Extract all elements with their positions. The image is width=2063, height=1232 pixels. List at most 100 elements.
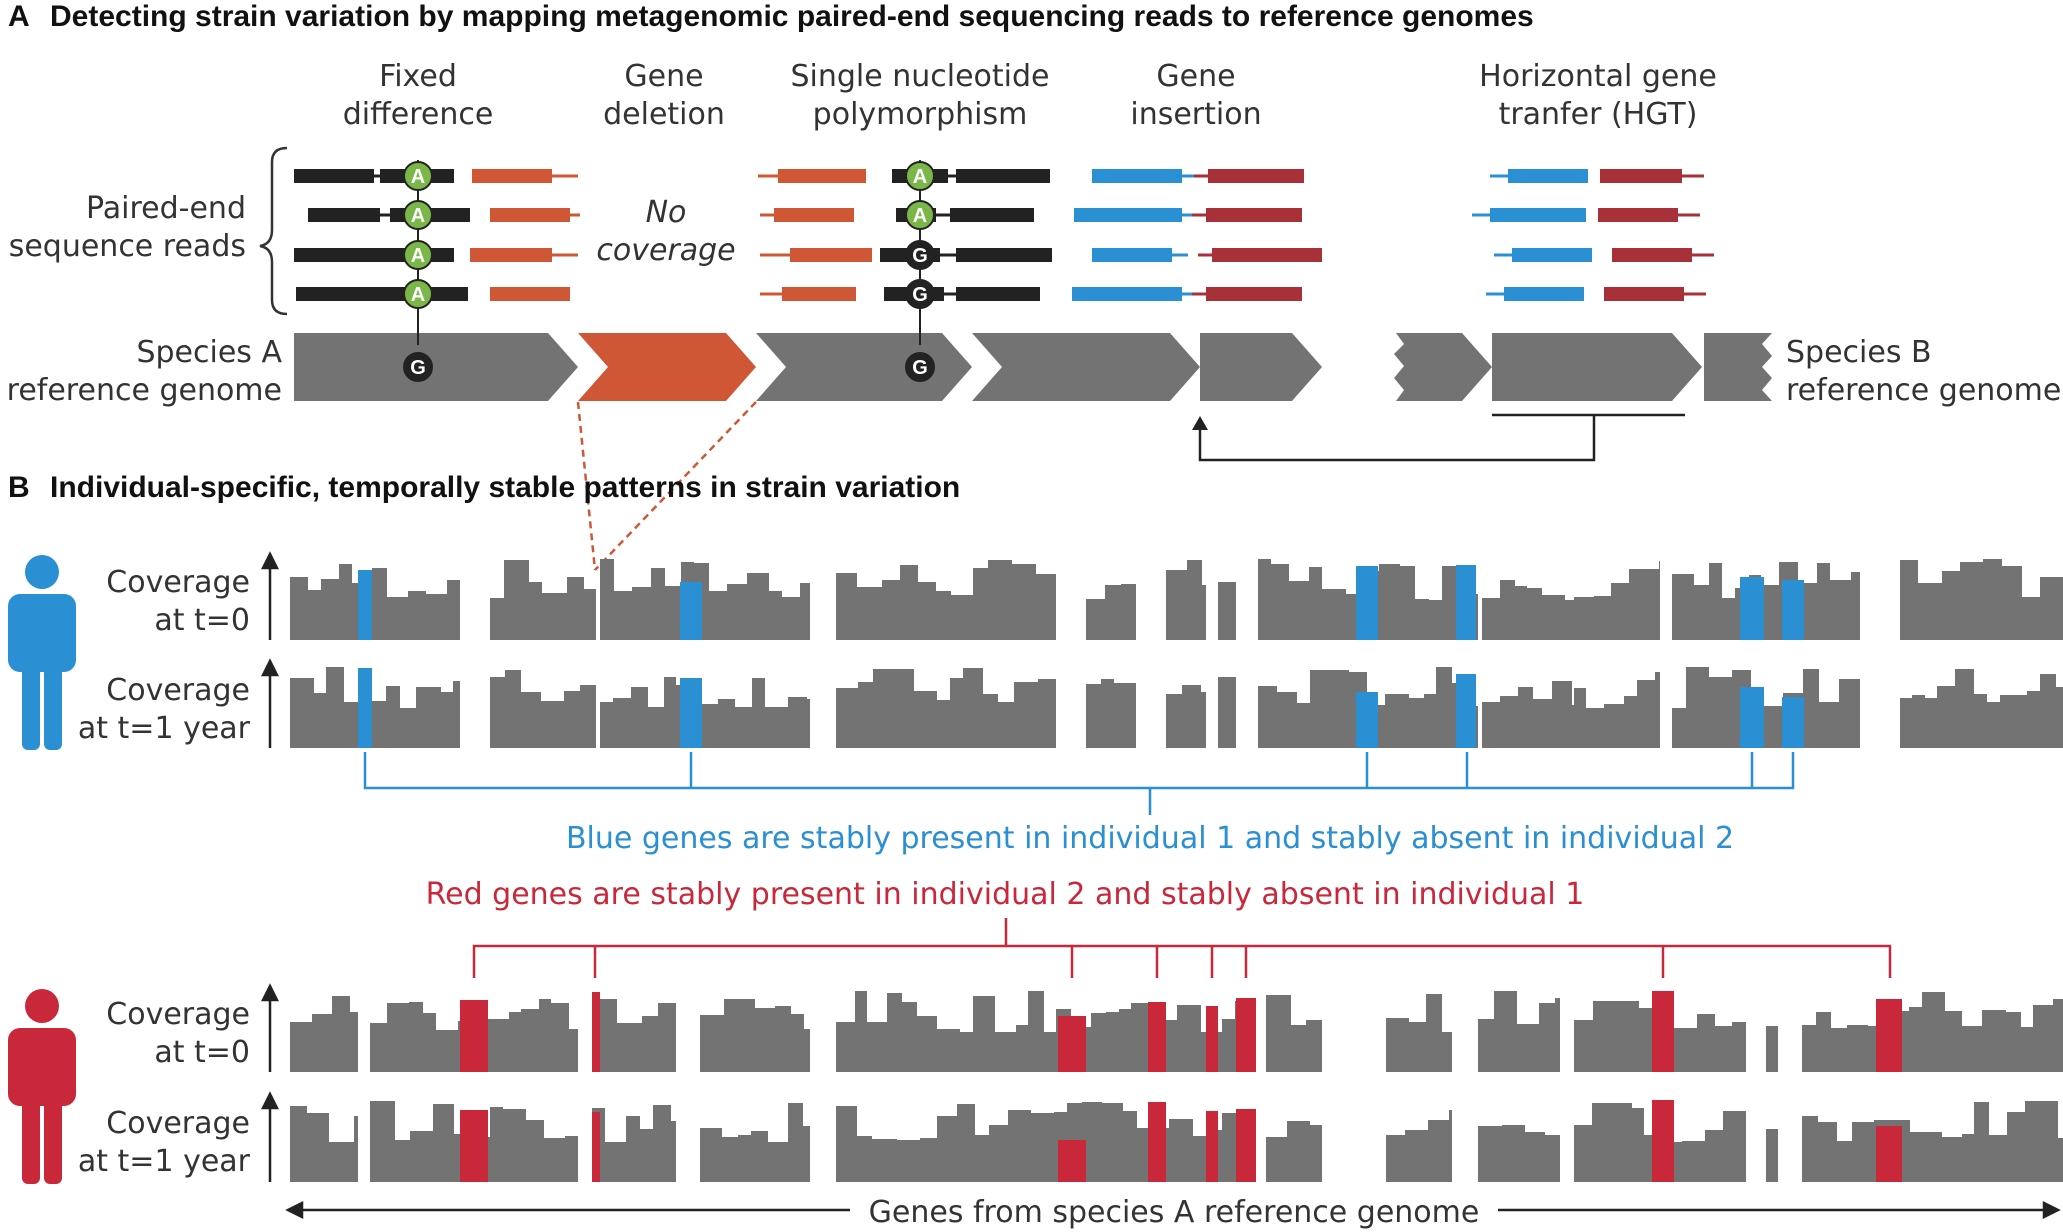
coverage-tracks (290, 559, 2063, 1182)
highlight-gene-ind2-t1-4 (1206, 1111, 1218, 1182)
hgt-red-read-2 (1612, 248, 1692, 262)
species-a-label-1: Species A (136, 335, 282, 370)
highlight-gene-ind2-t0-5 (1236, 998, 1256, 1072)
blue-caption: Blue genes are stably present in individ… (566, 821, 1734, 856)
highlight-gene-ind1-t0-1 (680, 582, 702, 640)
person-blue-icon (8, 555, 76, 750)
paired-end-reads (294, 169, 1714, 301)
ins-blue-read-1 (1074, 208, 1182, 222)
up-arrow-icon (260, 551, 280, 570)
hgt-blue-read-1 (1490, 208, 1586, 222)
fixed-pair-0-read-1 (294, 169, 374, 183)
snp-base-0-letter: A (913, 166, 927, 188)
highlight-gene-ind2-t1-3 (1148, 1102, 1166, 1182)
ins-red-read-1 (1206, 208, 1302, 222)
gene-b2 (1704, 333, 1772, 401)
highlight-gene-ind1-t0-0 (358, 570, 372, 640)
highlight-gene-ind2-t1-1 (592, 1112, 600, 1182)
snp-base-2-circle (905, 240, 935, 270)
hgt-blue-read-2 (1512, 248, 1592, 262)
cov2-t0-line1: Coverage (106, 997, 250, 1032)
deletion-dash-left (576, 401, 597, 571)
gene-b-transferred (1492, 333, 1702, 401)
highlight-gene-ind2-t0-0 (460, 1000, 488, 1072)
highlight-gene-ind2-t0-1 (592, 992, 600, 1072)
fixed-base-2-letter: A (411, 245, 425, 267)
no-coverage-1: No (646, 195, 687, 230)
highlight-gene-ind2-t0-3 (1148, 1002, 1166, 1072)
cov2-t1-line1: Coverage (106, 1106, 250, 1141)
up-arrow-icon (260, 983, 280, 1002)
fixed-base-3-circle (403, 279, 433, 309)
hgt-red-read-1 (1598, 208, 1678, 222)
species-b-label-2: reference genome (1786, 373, 2061, 408)
deletion-dash-right (594, 401, 757, 571)
highlight-gene-ind2-t0-2 (1058, 1016, 1086, 1072)
coverage-track-ind1-t0 (290, 559, 2063, 640)
cov1-t1-line2: at t=1 year (78, 711, 251, 746)
fixed-orange-read-0 (472, 169, 552, 183)
ins-red-read-2 (1212, 248, 1322, 262)
highlight-gene-ind1-t0-4 (1740, 577, 1764, 640)
label-insertion-1: Gene (1156, 59, 1235, 94)
up-arrow-icon (260, 1091, 280, 1110)
snp-base-1-letter: A (913, 205, 927, 227)
highlight-gene-ind1-t0-3 (1456, 565, 1476, 640)
ins-blue-read-3 (1072, 287, 1182, 301)
snp-ref-base-circle (905, 352, 935, 382)
no-coverage-2: coverage (596, 233, 735, 268)
label-fixed-1: Fixed (379, 59, 457, 94)
label-insertion-2: insertion (1130, 97, 1261, 132)
event-labels: Fixed difference Gene deletion Single nu… (343, 59, 1717, 132)
snp-base-2-letter: G (912, 245, 928, 267)
gene-a2 (756, 333, 972, 401)
fixed-orange-read-3 (490, 287, 570, 301)
fixed-orange-read-1 (490, 208, 570, 222)
double-arrow-icon (285, 1200, 2061, 1220)
fixed-base-3-letter: A (411, 284, 425, 306)
fixed-orange-read-2 (470, 248, 552, 262)
cov2-t0-line2: at t=0 (154, 1035, 250, 1070)
highlight-gene-ind1-t1-0 (358, 668, 372, 748)
hgt-line (1198, 415, 1596, 462)
person-red-icon (8, 989, 76, 1184)
gene-b1 (1394, 333, 1492, 401)
highlight-gene-ind2-t1-7 (1876, 1126, 1902, 1182)
highlight-gene-ind1-t0-2 (1356, 566, 1378, 640)
panel-b-letter: B (8, 471, 30, 504)
snp-orange-read-1 (774, 208, 854, 222)
snp-orange-read-3 (782, 287, 856, 301)
snp-base-3-letter: G (912, 284, 928, 306)
label-fixed-2: difference (343, 97, 494, 132)
hgt-connector (1192, 413, 1685, 462)
label-snp-1: Single nucleotide (790, 59, 1049, 94)
label-hgt-1: Horizontal gene (1479, 59, 1717, 94)
coverage-track-ind2-t0 (290, 991, 2063, 1072)
fixed-pair-1-read-1 (308, 208, 380, 222)
snp-orange-read-2 (790, 248, 872, 262)
highlight-gene-ind2-t0-4 (1206, 1006, 1218, 1072)
label-snp-2: polymorphism (813, 97, 1028, 132)
coverage-track-ind2-t1 (290, 1101, 2063, 1182)
reads-brace (259, 146, 288, 316)
gene-deleted (578, 333, 756, 401)
species-a-label-2: reference genome (7, 373, 282, 408)
gene-a3 (972, 333, 1200, 401)
species-b-label-1: Species B (1786, 335, 1932, 370)
ins-red-read-0 (1208, 169, 1304, 183)
fixed-pair-3-read-1 (296, 287, 386, 301)
label-deletion-2: deletion (603, 97, 725, 132)
highlight-gene-ind2-t1-6 (1652, 1100, 1674, 1182)
highlight-gene-ind2-t1-0 (460, 1110, 488, 1182)
ins-red-read-3 (1206, 287, 1302, 301)
ins-blue-read-2 (1092, 248, 1172, 262)
highlight-gene-ind2-t1-5 (1236, 1109, 1256, 1182)
fixed-ref-base-circle (403, 352, 433, 382)
snp-pair-1-read-2 (950, 208, 1034, 222)
highlight-gene-ind1-t1-3 (1456, 674, 1476, 748)
fixed-base-1-circle (403, 200, 433, 230)
fixed-base-1-letter: A (411, 205, 425, 227)
label-hgt-2: tranfer (HGT) (1499, 97, 1698, 132)
